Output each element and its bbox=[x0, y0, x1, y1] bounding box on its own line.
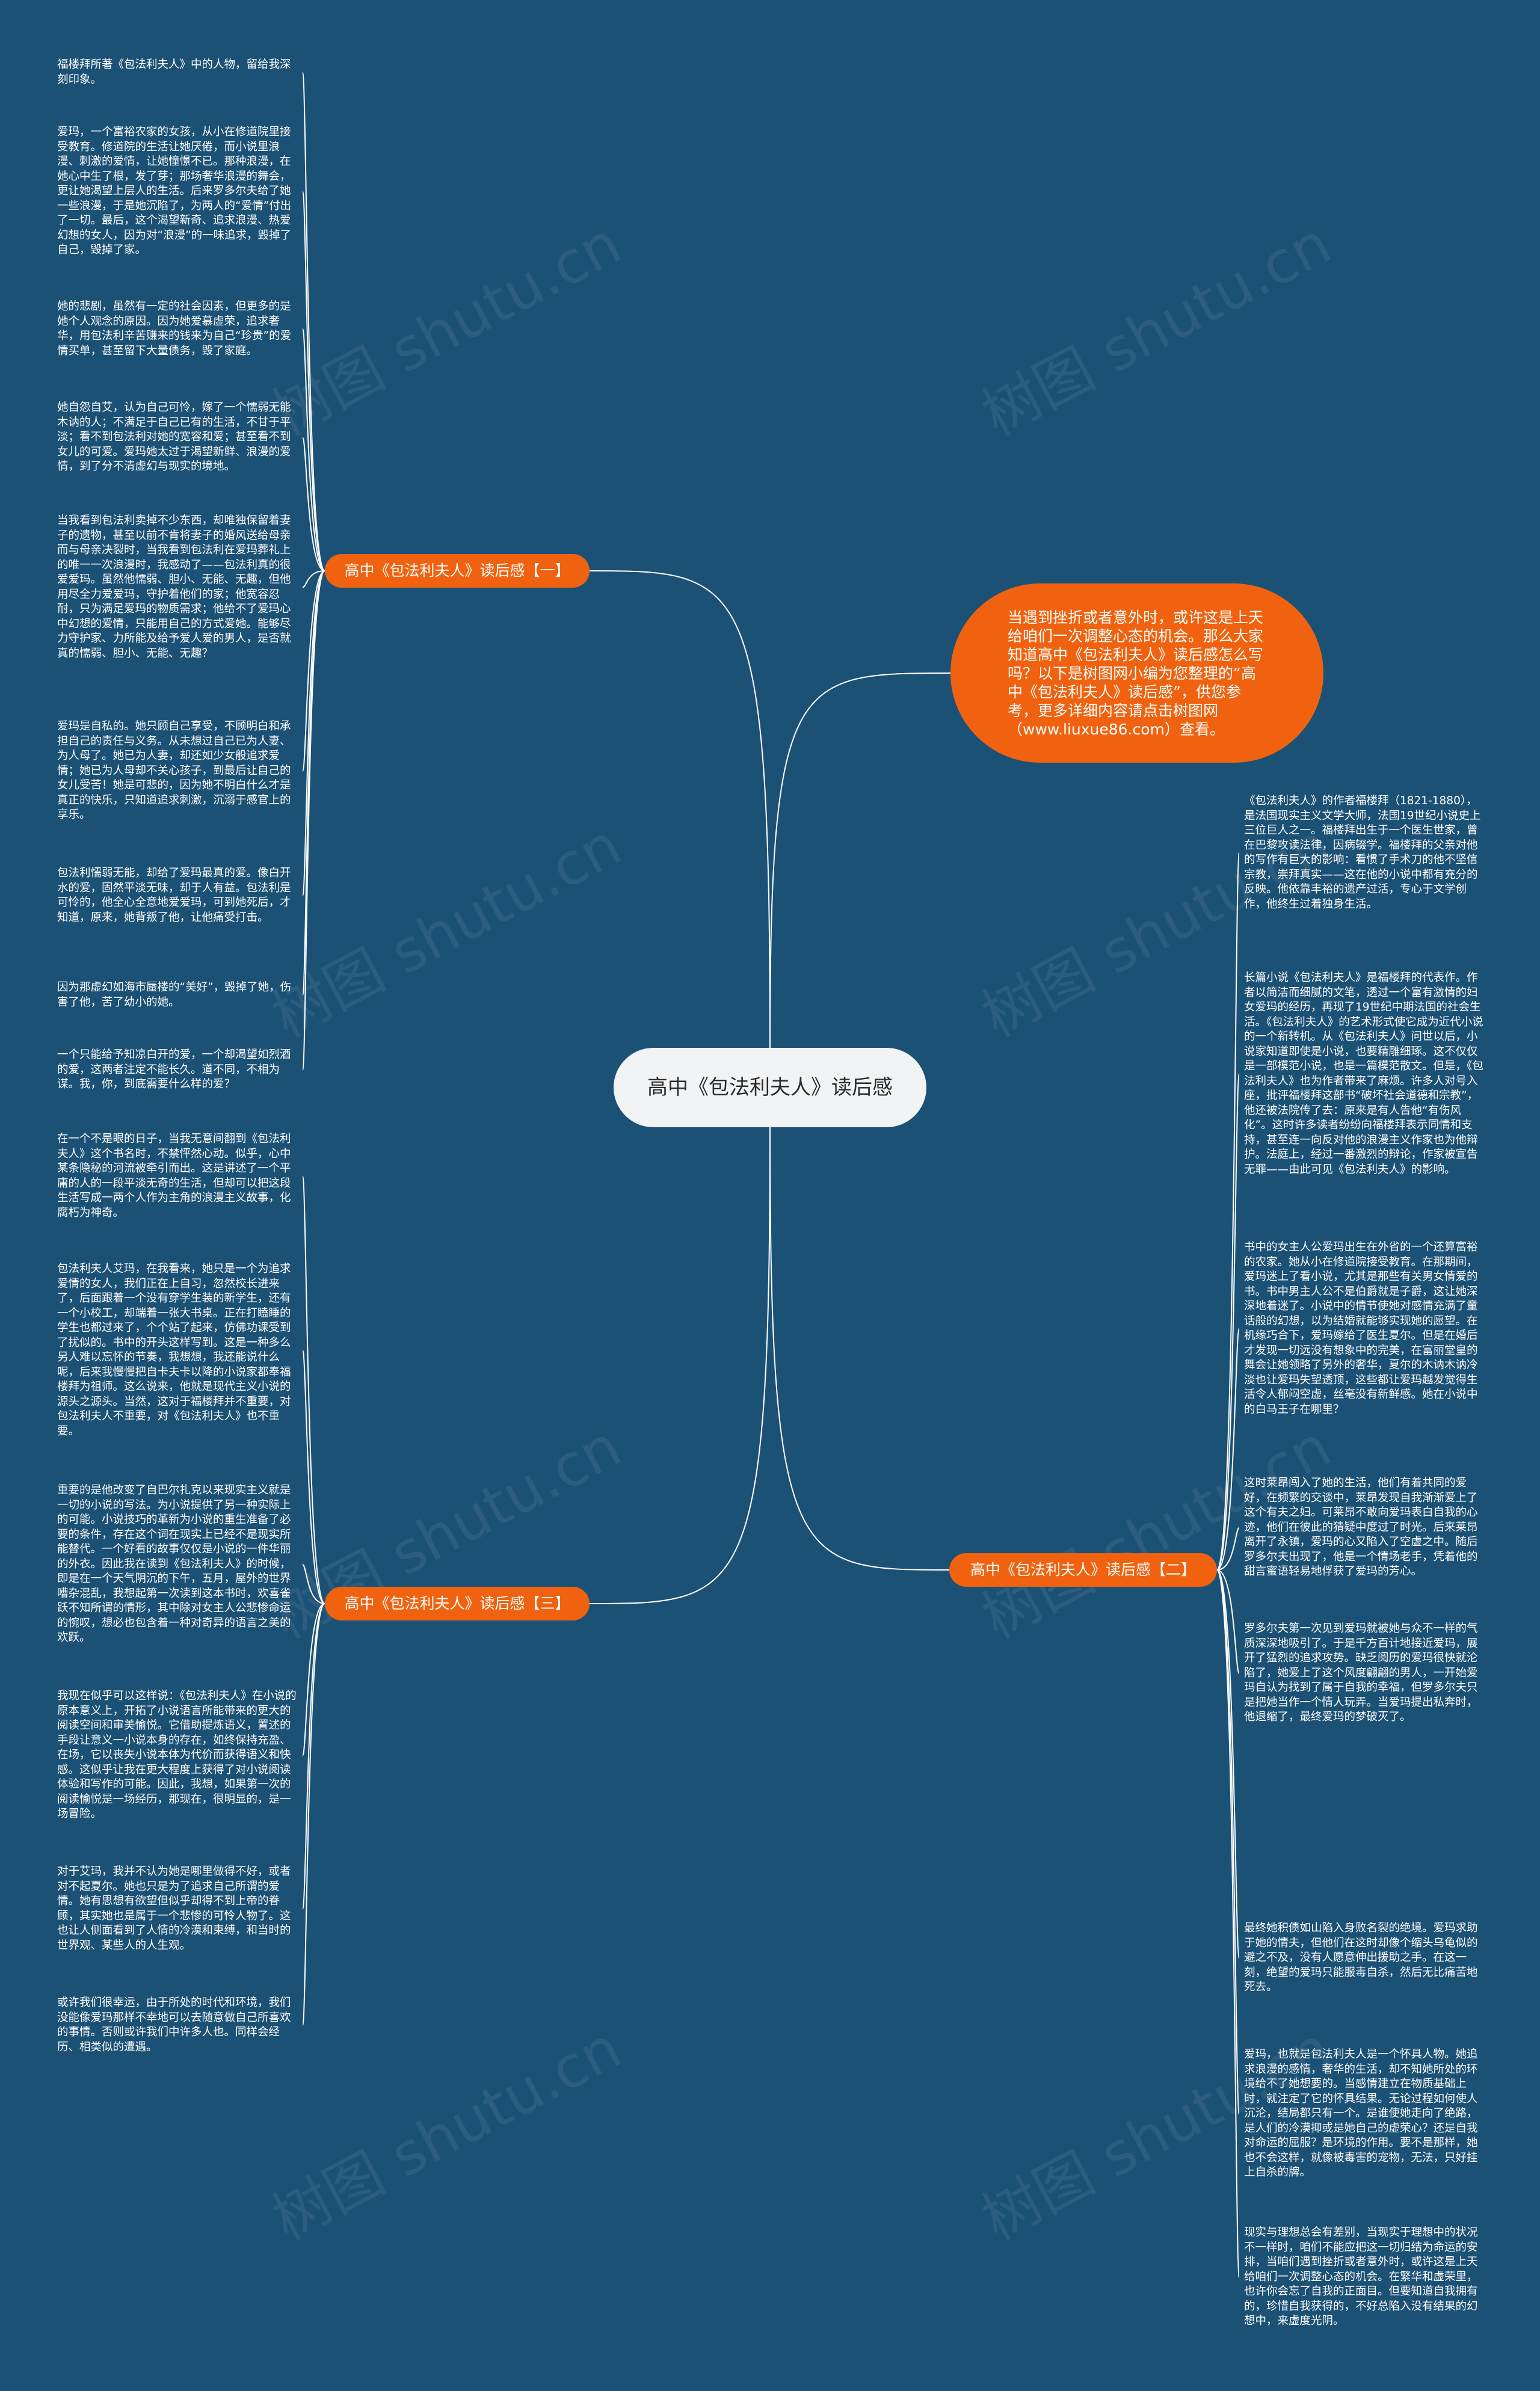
leaf-text: 福楼拜所著《包法利夫人》中的人物，留给我深刻印象。 bbox=[57, 58, 291, 86]
leaf-text: 书中的女主人公爱玛出生在外省的一个还算富裕的农家。她从小在修道院接受教育。在那期… bbox=[1244, 1241, 1478, 1416]
leaf-2-8[interactable]: 现实与理想总会有差别，当现实于理想中的状况不一样时，咱们不能应把这一切归结为命运… bbox=[1244, 2226, 1483, 2329]
leaf-2-1[interactable]: 《包法利夫人》的作者福楼拜（1821-1880），是法国现实主义文学大师，法国1… bbox=[1244, 794, 1483, 912]
leaf-text: 罗多尔夫第一次见到爱玛就被她与众不一样的气质深深地吸引了。于是千方百计地接近爱玛… bbox=[1244, 1622, 1478, 1723]
connector-leaf-3-6 bbox=[302, 1603, 325, 2026]
leaf-3-3[interactable]: 重要的是他改变了自巴尔扎克以来现实主义就是一切的小说的写法。为小说提供了另一种实… bbox=[57, 1483, 298, 1646]
connector-leaf-1-9 bbox=[302, 570, 325, 1071]
leaf-text: 现实与理想总会有差别，当现实于理想中的状况不一样时，咱们不能应把这一切归结为命运… bbox=[1244, 2226, 1478, 2327]
leaf-1-1[interactable]: 福楼拜所著《包法利夫人》中的人物，留给我深刻印象。 bbox=[57, 58, 298, 87]
leaf-text: 《包法利夫人》的作者福楼拜（1821-1880），是法国现实主义文学大师，法国1… bbox=[1244, 795, 1481, 911]
leaf-2-7[interactable]: 爱玛，也就是包法利夫人是一个怀具人物。她追求浪漫的感情，奢华的生活，却不知她所处… bbox=[1244, 2048, 1483, 2180]
connector-leaf-2-2 bbox=[1216, 1073, 1240, 1571]
connector-leaf-2-5 bbox=[1216, 1569, 1240, 1674]
connector-leaf-1-6 bbox=[302, 570, 325, 772]
leaf-text: 爱玛，一个富裕农家的女孩，从小在修道院里接受教育。修道院的生活让她厌倦，而小说里… bbox=[57, 126, 292, 256]
connector-leaf-3-3 bbox=[302, 1564, 325, 1604]
connector-leaf-1-3 bbox=[302, 328, 325, 571]
branch-2[interactable]: 高中《包法利夫人》读后感【二】 bbox=[949, 1553, 1217, 1587]
connector-lines bbox=[302, 72, 1240, 2278]
connector-leaf-3-4 bbox=[302, 1603, 325, 1756]
connector-leaf-3-5 bbox=[302, 1603, 325, 1910]
leaf-text: 因为那虚幻如海市蜃楼的“美好”，毁掉了她，伤害了他，苦了幼小的她。 bbox=[57, 981, 292, 1009]
leaf-text: 爱玛是自私的。她只顾自己享受，不顾明白和承担自己的责任与义务。从未想过自己已为人… bbox=[57, 720, 291, 821]
leaf-text: 当我看到包法利卖掉不少东西，却唯独保留着妻子的遗物，甚至以前不肯将妻子的婚风送给… bbox=[57, 514, 291, 660]
leaf-text: 对于艾玛，我并不认为她是哪里做得不好，或者对不起夏尔。她也只是为了追求自己所谓的… bbox=[57, 1865, 291, 1952]
connector-leaf-1-2 bbox=[302, 191, 325, 571]
connector-root-branch-3 bbox=[589, 1127, 771, 1604]
connector-leaf-1-4 bbox=[302, 437, 325, 571]
branch-3[interactable]: 高中《包法利夫人》读后感【三】 bbox=[325, 1587, 590, 1620]
connector-leaf-3-2 bbox=[302, 1350, 325, 1604]
connector-leaf-1-8 bbox=[302, 570, 325, 996]
leaf-1-3[interactable]: 她的悲剧，虽然有一定的社会因素，但更多的是她个人观念的原因。因为她爱慕虚荣，追求… bbox=[57, 300, 298, 358]
leaf-1-8[interactable]: 因为那虚幻如海市蜃楼的“美好”，毁掉了她，伤害了他，苦了幼小的她。 bbox=[57, 980, 298, 1010]
connector-root-branch-1 bbox=[589, 570, 771, 1048]
leaf-text: 这时莱昂闯入了她的生活，他们有着共同的爱好，在频繁的交谈中，莱昂发现自我渐渐爱上… bbox=[1244, 1477, 1478, 1578]
connector-leaf-1-7 bbox=[302, 570, 325, 896]
connector-leaf-3-1 bbox=[302, 1175, 325, 1604]
leaf-text: 或许我们很幸运，由于所处的时代和环境，我们没能像爱玛那样不幸地可以去随意做自己所… bbox=[57, 1996, 291, 2054]
leaf-2-2[interactable]: 长篇小说《包法利夫人》是福楼拜的代表作。作者以简洁而细腻的文笔，透过一个富有激情… bbox=[1244, 971, 1483, 1177]
leaf-text: 长篇小说《包法利夫人》是福楼拜的代表作。作者以简洁而细腻的文笔，透过一个富有激情… bbox=[1244, 971, 1483, 1176]
intro-text: 当遇到挫折或者意外时，或许这是上天给咱们一次调整心态的机会。那么大家知道高中《包… bbox=[1008, 608, 1264, 738]
leaf-text: 重要的是他改变了自巴尔扎克以来现实主义就是一切的小说的写法。为小说提供了另一种实… bbox=[57, 1484, 291, 1644]
connector-leaf-2-7 bbox=[1216, 1569, 1240, 2115]
connector-leaf-1-1 bbox=[302, 72, 325, 571]
leaf-text: 爱玛，也就是包法利夫人是一个怀具人物。她追求浪漫的感情，奢华的生活，却不知她所处… bbox=[1244, 2048, 1478, 2179]
leaf-1-7[interactable]: 包法利懦弱无能，却给了爱玛最真的爱。像白开水的爱，固然平淡无味，却于人有益。包法… bbox=[57, 866, 298, 925]
leaf-1-6[interactable]: 爱玛是自私的。她只顾自己享受，不顾明白和承担自己的责任与义务。从未想过自己已为人… bbox=[57, 719, 298, 823]
connector-leaf-2-3 bbox=[1216, 1328, 1240, 1571]
leaf-1-2[interactable]: 爱玛，一个富裕农家的女孩，从小在修道院里接受教育。修道院的生活让她厌倦，而小说里… bbox=[57, 125, 298, 258]
leaf-3-4[interactable]: 我现在似乎可以这样说：《包法利夫人》在小说的原本意义上，开拓了小说语言所能带来的… bbox=[57, 1689, 298, 1822]
leaf-text: 最终她积债如山陷入身败名裂的绝境。爱玛求助于她的情夫，但他们在这时却像个缩头乌龟… bbox=[1244, 1922, 1478, 1993]
leaf-1-5[interactable]: 当我看到包法利卖掉不少东西，却唯独保留着妻子的遗物，甚至以前不肯将妻子的婚风送给… bbox=[57, 514, 298, 661]
leaf-text: 包法利懦弱无能，却给了爱玛最真的爱。像白开水的爱，固然平淡无味，却于人有益。包法… bbox=[57, 867, 291, 924]
leaf-text: 在一个不是眼的日子，当我无意间翻到《包法利夫人》这个书名时，不禁怦然心动。似乎，… bbox=[57, 1133, 291, 1219]
connector-leaf-2-1 bbox=[1216, 852, 1240, 1571]
connector-leaf-2-8 bbox=[1216, 1569, 1240, 2278]
branch-1[interactable]: 高中《包法利夫人》读后感【一】 bbox=[325, 554, 590, 588]
connector-root-branch-2 bbox=[769, 1127, 950, 1571]
leaf-text: 一个只能给予知凉白开的爱，一个却渴望如烈酒的爱，这两者注定不能长久。道不同，不相… bbox=[57, 1048, 291, 1091]
leaf-3-2[interactable]: 包法利夫人艾玛，在我看来，她只是一个为追求爱情的女人，我们正在上自习，忽然校长进… bbox=[57, 1262, 298, 1439]
leaf-2-5[interactable]: 罗多尔夫第一次见到爱玛就被她与众不一样的气质深深地吸引了。于是千方百计地接近爱玛… bbox=[1244, 1622, 1483, 1725]
leaf-text: 她的悲剧，虽然有一定的社会因素，但更多的是她个人观念的原因。因为她爱慕虚荣，追求… bbox=[57, 300, 292, 357]
leaf-text: 她自怨自艾，认为自己可怜，嫁了一个懦弱无能木讷的人；不满足于自己已有的生活，不甘… bbox=[57, 401, 291, 473]
connector-leaf-2-4 bbox=[1216, 1527, 1240, 1571]
intro-node[interactable]: 当遇到挫折或者意外时，或许这是上天给咱们一次调整心态的机会。那么大家知道高中《包… bbox=[950, 583, 1323, 763]
leaf-text: 包法利夫人艾玛，在我看来，她只是一个为追求爱情的女人，我们正在上自习，忽然校长进… bbox=[57, 1263, 291, 1438]
leaf-2-4[interactable]: 这时莱昂闯入了她的生活，他们有着共同的爱好，在频繁的交谈中，莱昂发现自我渐渐爱上… bbox=[1244, 1476, 1483, 1580]
leaf-2-3[interactable]: 书中的女主人公爱玛出生在外省的一个还算富裕的农家。她从小在修道院接受教育。在那期… bbox=[1244, 1240, 1483, 1417]
leaf-text: 我现在似乎可以这样说：《包法利夫人》在小说的原本意义上，开拓了小说语言所能带来的… bbox=[57, 1690, 297, 1820]
connector-leaf-2-6 bbox=[1216, 1569, 1240, 1959]
leaf-2-6[interactable]: 最终她积债如山陷入身败名裂的绝境。爱玛求助于她的情夫，但他们在这时却像个缩头乌龟… bbox=[1244, 1921, 1483, 1995]
root-topic[interactable]: 高中《包法利夫人》读后感 bbox=[614, 1048, 926, 1127]
leaf-3-5[interactable]: 对于艾玛，我并不认为她是哪里做得不好，或者对不起夏尔。她也只是为了追求自己所谓的… bbox=[57, 1865, 298, 1953]
leaf-1-4[interactable]: 她自怨自艾，认为自己可怜，嫁了一个懦弱无能木讷的人；不满足于自己已有的生活，不甘… bbox=[57, 401, 298, 475]
leaf-1-9[interactable]: 一个只能给予知凉白开的爱，一个却渴望如烈酒的爱，这两者注定不能长久。道不同，不相… bbox=[57, 1048, 298, 1092]
leaf-3-1[interactable]: 在一个不是眼的日子，当我无意间翻到《包法利夫人》这个书名时，不禁怦然心动。似乎，… bbox=[57, 1132, 298, 1220]
connector-leaf-1-5 bbox=[302, 570, 325, 588]
connector-root-intro bbox=[769, 672, 951, 1048]
leaf-3-6[interactable]: 或许我们很幸运，由于所处的时代和环境，我们没能像爱玛那样不幸地可以去随意做自己所… bbox=[57, 1996, 298, 2055]
